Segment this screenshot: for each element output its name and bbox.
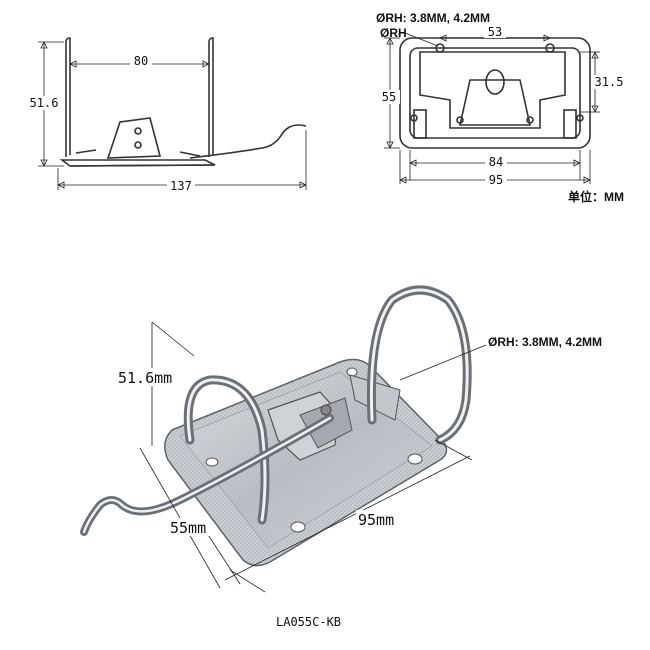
photo-depth-label: 55mm — [170, 519, 206, 537]
top-ring-spacing-label: 53 — [488, 25, 502, 39]
top-outer-width-label: 95 — [489, 173, 503, 187]
top-outer-height-label: 55 — [382, 90, 396, 104]
model-number: LA055C-KB — [276, 615, 341, 629]
side-length-label: 137 — [170, 179, 192, 193]
photo-width-label: 95mm — [358, 511, 394, 529]
unit-note: 单位：MM — [568, 189, 624, 204]
mechanism-photo — [80, 285, 487, 593]
side-height-label: 51.6 — [30, 96, 59, 110]
side-view-drawing — [38, 37, 307, 190]
top-hole-note: ØRH: 3.8MM, 4.2MM — [376, 11, 490, 25]
photo-height-label: 51.6mm — [118, 369, 172, 387]
top-inner-height-label: 31.5 — [595, 75, 624, 89]
top-hole-label: ØRH — [380, 26, 407, 40]
photo-ring-note: ØRH: 3.8MM, 4.2MM — [488, 335, 602, 349]
top-inner-width-label: 84 — [489, 155, 503, 169]
side-width-label: 80 — [134, 54, 148, 68]
